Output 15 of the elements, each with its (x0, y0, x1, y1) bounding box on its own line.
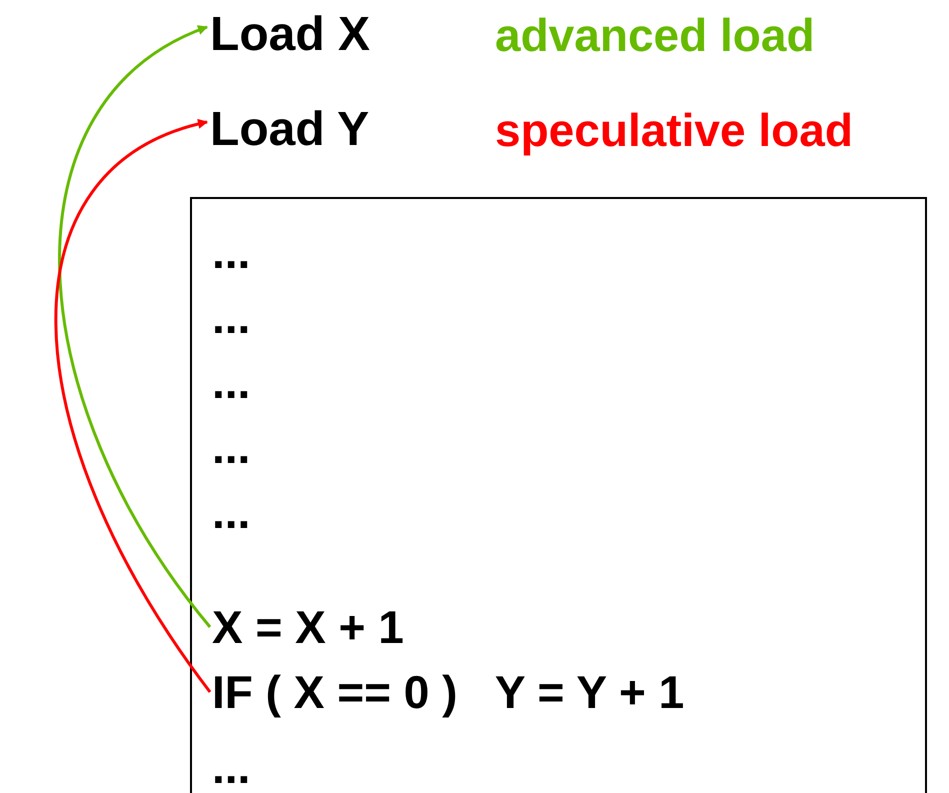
ellipsis-text: ... (212, 355, 250, 410)
code-box (190, 197, 927, 793)
instruction-text: Load Y (210, 100, 370, 160)
instruction-text: Load X (210, 5, 370, 65)
ellipsis-text: ... (212, 420, 250, 475)
annotation-text: advanced load (495, 8, 815, 63)
curved-arrow (54, 120, 212, 693)
annotation-text: speculative load (495, 103, 853, 158)
ellipsis-text: ... (212, 485, 250, 540)
ellipsis-text: ... (212, 290, 250, 345)
curved-arrow (58, 26, 212, 628)
ellipsis-text: ... (212, 225, 250, 280)
code-line: IF ( X == 0 ) Y = Y + 1 (212, 664, 684, 720)
ellipsis-text: ... (212, 740, 250, 793)
code-line: X = X + 1 (212, 599, 404, 655)
